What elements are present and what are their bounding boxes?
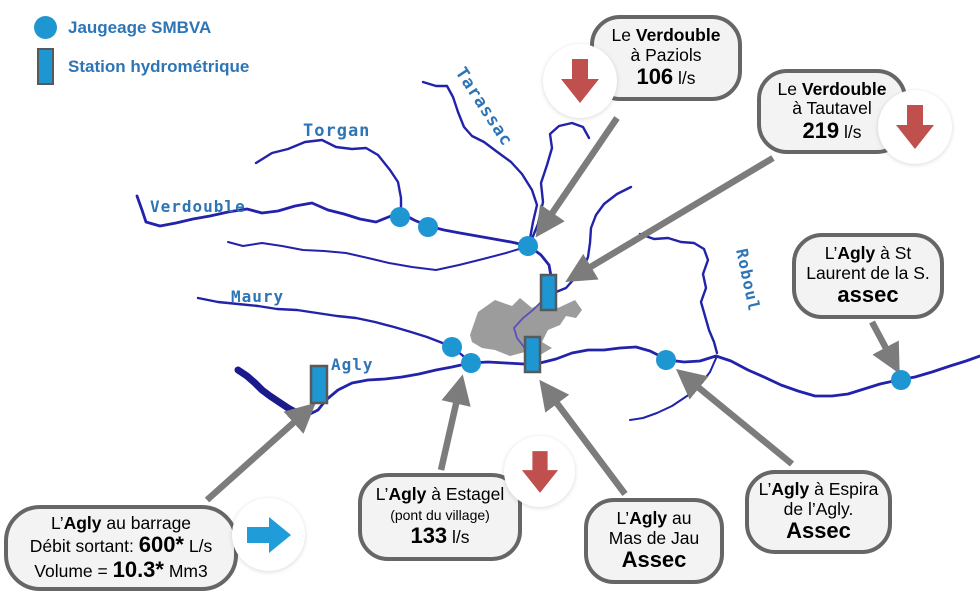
- river-label-agly: Agly: [331, 355, 374, 374]
- callout-line: de l’Agly.: [783, 498, 854, 519]
- connector-arrows: [204, 116, 900, 503]
- legend: Jaugeage SMBVA Station hydrométrique: [22, 16, 249, 94]
- outflow-direction-icon-barrage: [232, 498, 305, 571]
- red-down-arrow-icon: [561, 59, 599, 103]
- legend-item-jaugeage: Jaugeage SMBVA: [22, 16, 249, 39]
- river-torgan-path: [254, 138, 403, 215]
- legend-item-station: Station hydrométrique: [22, 48, 249, 85]
- river-roboul-path: [638, 232, 719, 355]
- gauge-point: [442, 337, 462, 357]
- callout-line: 219 l/s: [802, 117, 862, 143]
- river-label-verdouble: Verdouble: [150, 197, 246, 216]
- river-verdouble-west-branch: [227, 241, 530, 271]
- river-label-torgan: Torgan: [303, 121, 370, 141]
- legend-label-station: Station hydrométrique: [68, 56, 250, 76]
- river-label-tarassac: Tarassac: [451, 64, 517, 150]
- red-down-arrow-icon: [896, 105, 934, 149]
- legend-label-jaugeage: Jaugeage SMBVA: [68, 17, 212, 37]
- decreasing-flow-icon-paziols: [543, 44, 617, 118]
- river-agly-path: [304, 345, 980, 418]
- gauge-point-st-laurent: [891, 370, 911, 390]
- red-down-arrow-icon: [521, 450, 558, 493]
- callout-line: Assec: [621, 547, 687, 573]
- arrow-estagel: [437, 374, 471, 471]
- hydro-station-marker-mas-de-jau: [523, 335, 542, 374]
- gauge-point-espira: [656, 350, 676, 370]
- hydro-stations: [309, 273, 558, 405]
- callout-line: à Paziols: [630, 44, 702, 65]
- river-verdouble-path: [135, 194, 553, 289]
- callout-line: L’Agly au barrage: [50, 512, 192, 533]
- callout-line: L’Agly à Espira: [758, 479, 879, 500]
- callout-line: Le Verdouble: [777, 78, 887, 99]
- decreasing-flow-icon-tautavel: [878, 90, 952, 164]
- decreasing-flow-icon-estagel: [504, 436, 575, 507]
- blue-right-arrow-icon: [246, 516, 291, 553]
- reservoir: [234, 366, 309, 420]
- arrow-espira: [675, 369, 795, 467]
- callout-line: 106 l/s: [636, 64, 696, 90]
- river-label-roboul: Roboul: [732, 247, 764, 313]
- callout-line: Laurent de la S.: [806, 262, 930, 283]
- gauge-point-estagel: [461, 353, 481, 373]
- arrow-mas-de-jau: [539, 379, 628, 496]
- callout-line: Assec: [786, 518, 851, 544]
- gauge-point-paziols: [518, 236, 538, 256]
- callout-line: (pont du village): [390, 506, 490, 523]
- urban-area: [470, 298, 582, 356]
- gauge-point: [390, 207, 410, 227]
- gauge-point: [418, 217, 438, 237]
- gauge-circle-icon: [33, 16, 57, 39]
- callout-line: assec: [837, 282, 899, 308]
- river-verdouble-upper-path: [527, 121, 591, 248]
- gauge-points: [390, 207, 911, 390]
- callout-line: L’Agly à St: [824, 243, 912, 264]
- river-label-maury: Maury: [231, 287, 284, 306]
- callout-line: 133 l/s: [410, 523, 470, 549]
- arrow-st-laurent: [869, 320, 900, 374]
- callout-line: Mas de Jau: [608, 527, 700, 548]
- arrow-paziols: [535, 116, 620, 238]
- arrow-tautavel: [565, 155, 775, 282]
- river-tarassac-path: [421, 80, 539, 246]
- relief-band: [96, 210, 248, 398]
- river-tautavel-stream: [554, 185, 633, 294]
- arrow-barrage: [204, 402, 316, 503]
- callout-line: L’Agly à Estagel: [375, 484, 505, 505]
- hydro-station-marker-tautavel: [539, 273, 558, 312]
- callout-line: Le Verdouble: [611, 25, 721, 46]
- callout-agly-estagel: L’Agly à Estagel(pont du village)133 l/s: [358, 473, 522, 561]
- callout-line: L’Agly au: [616, 508, 692, 529]
- station-rect-icon: [36, 48, 54, 85]
- callout-line: à Tautavel: [792, 98, 872, 119]
- river-maury-path: [196, 296, 472, 364]
- hydro-station-marker-barrage: [309, 364, 329, 405]
- callout-line: Volume = 10.3* Mm3: [34, 556, 208, 582]
- callout-line: Débit sortant: 600* L/s: [29, 532, 213, 558]
